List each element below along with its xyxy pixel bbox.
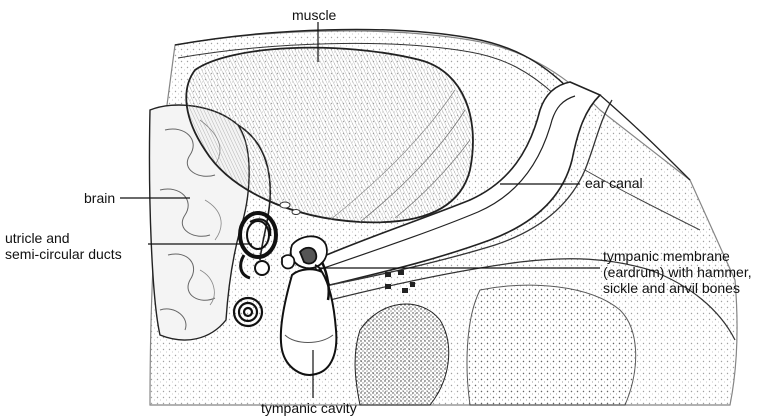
label-muscle: muscle (292, 7, 336, 23)
label-tympanic-membrane-line-1: tympanic membrane (603, 248, 752, 264)
utricle-sac (255, 261, 269, 275)
label-brain: brain (84, 190, 115, 206)
label-tympanic-membrane-line-3: sickle and anvil bones (603, 280, 752, 296)
label-tympanic-membrane-line-2: (eardrum) with hammer, (603, 264, 752, 280)
label-brain-text: brain (84, 190, 115, 206)
label-tympanic-cavity-text: tympanic cavity (261, 400, 357, 416)
label-ear-canal-text: ear canal (585, 175, 643, 191)
label-utricle-line-2: semi-circular ducts (5, 246, 122, 262)
label-tympanic-membrane: tympanic membrane (eardrum) with hammer,… (603, 248, 752, 296)
lower-tissue (355, 304, 449, 405)
label-tympanic-cavity: tympanic cavity (261, 400, 357, 416)
label-utricle: utricle and semi-circular ducts (5, 230, 122, 262)
label-ear-canal: ear canal (585, 175, 643, 191)
jaw-region (467, 285, 636, 405)
label-utricle-line-1: utricle and (5, 230, 122, 246)
label-muscle-text: muscle (292, 7, 336, 23)
